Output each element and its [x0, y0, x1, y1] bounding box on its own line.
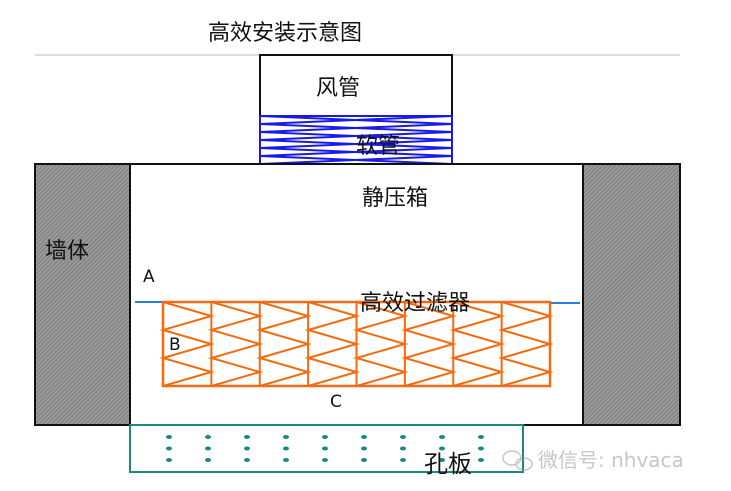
- orifice-hole: [478, 435, 484, 439]
- orifice-hole: [283, 458, 289, 462]
- hepa-filter: [159, 300, 554, 388]
- orifice-hole: [322, 446, 328, 451]
- orifice-hole: [361, 446, 367, 451]
- wall-right: [582, 163, 681, 426]
- plenum-label: 静压箱: [362, 186, 428, 211]
- orifice-hole: [244, 458, 250, 462]
- orifice-plate: [129, 424, 524, 473]
- orifice-hole: [322, 435, 328, 439]
- orifice-plate-label: 孔板: [424, 450, 472, 478]
- orifice-hole: [205, 446, 211, 451]
- air-duct: 风管: [259, 54, 453, 117]
- orifice-hole: [283, 446, 289, 451]
- flex-duct-zigzag: [259, 115, 453, 165]
- wall-label: 墙体: [45, 239, 89, 264]
- watermark-text: 微信号: nhvaca: [538, 448, 684, 472]
- orifice-hole: [400, 446, 406, 451]
- orifice-hole: [205, 435, 211, 439]
- point-b-label: B: [169, 335, 181, 355]
- wall-left: [34, 163, 131, 426]
- orifice-hole: [244, 446, 250, 451]
- orifice-hole: [205, 458, 211, 462]
- orifice-hole: [400, 435, 406, 439]
- orifice-hole: [283, 435, 289, 439]
- orifice-hole: [439, 446, 445, 451]
- hepa-filter-label: 高效过滤器: [360, 291, 470, 316]
- orifice-hole: [478, 446, 484, 451]
- filter-pleat: [498, 301, 554, 387]
- orifice-hole: [439, 458, 445, 462]
- point-a-label: A: [143, 267, 155, 287]
- flex-duct-label: 软管: [356, 134, 400, 159]
- orifice-hole: [166, 458, 172, 462]
- orifice-hole: [166, 446, 172, 451]
- orifice-hole: [361, 458, 367, 462]
- orifice-hole: [322, 458, 328, 462]
- orifice-hole: [439, 435, 445, 439]
- orifice-hole: [361, 435, 367, 439]
- flex-duct-zigzag: [259, 115, 453, 165]
- diagram-title: 高效安装示意图: [208, 21, 362, 46]
- orifice-hole: [478, 458, 484, 462]
- orifice-hole: [400, 458, 406, 462]
- orifice-hole: [244, 435, 250, 439]
- duct-label: 风管: [316, 76, 360, 101]
- orifice-hole: [166, 435, 172, 439]
- point-c-label: C: [330, 392, 342, 412]
- wechat-watermark: 微信号: nhvaca: [502, 448, 684, 472]
- flex-duct: 软管: [259, 115, 453, 165]
- wechat-icon: [502, 450, 533, 471]
